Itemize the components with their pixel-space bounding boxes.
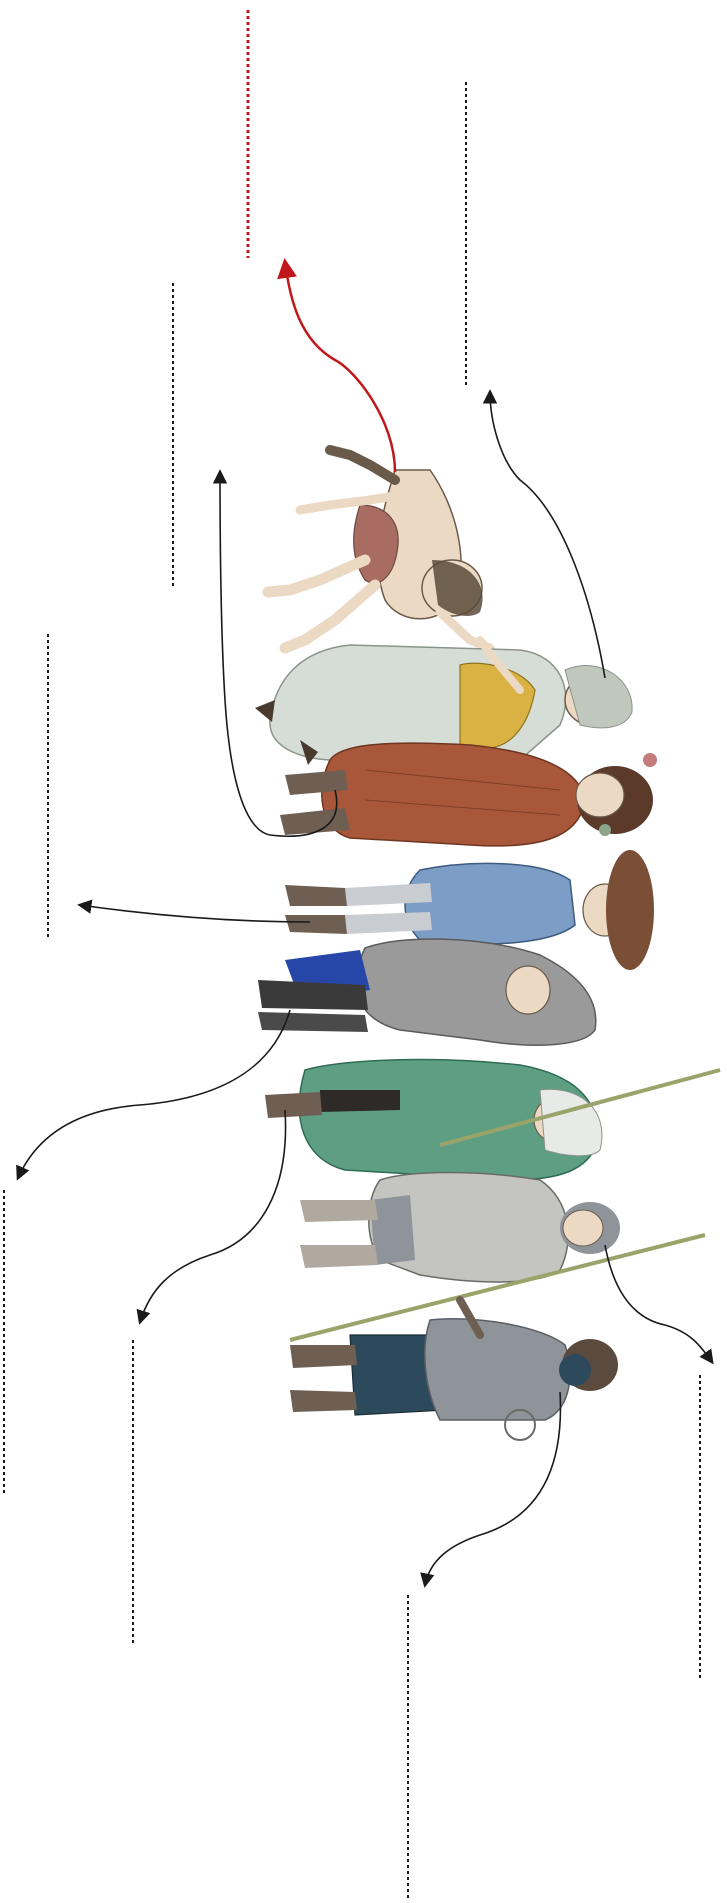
arrow-child [285,262,395,472]
illustration [255,450,720,1440]
arrow-man-grey-cloak [18,1010,290,1178]
soldier-figure-icon [290,1173,705,1341]
arrow-woman-green-cloak [140,1110,286,1322]
arrow-woman [490,392,605,678]
man-figure-icon [258,939,596,1045]
arrow-soldier-spear [605,1245,712,1362]
child-figure-icon [268,450,490,648]
soldier-figure-icon [290,1300,618,1440]
arrow-soldier-navy [425,1392,560,1585]
woman-figure-icon [265,1060,720,1180]
arrow-man-wide-hat [80,905,310,922]
